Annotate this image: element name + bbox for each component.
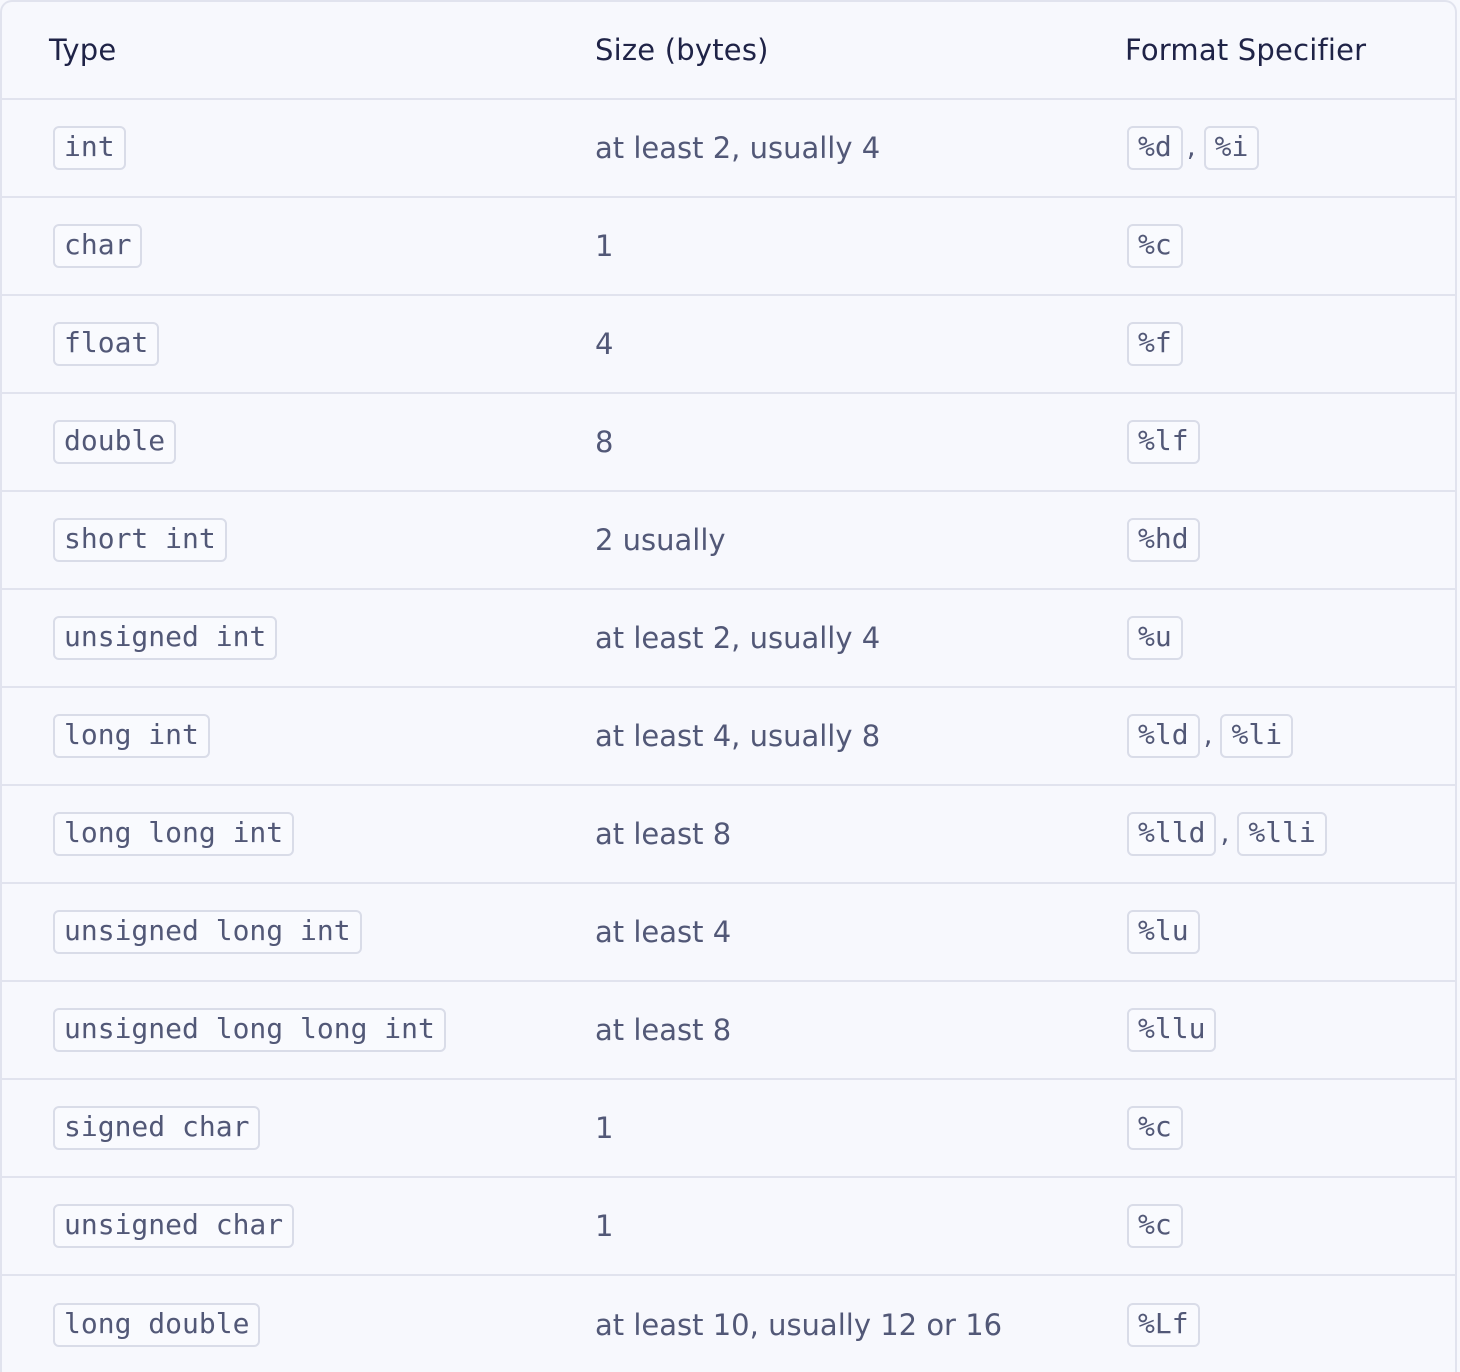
type-code: signed char (53, 1106, 261, 1150)
format-separator: , (1220, 816, 1230, 849)
format-specifier-code: %li (1220, 714, 1294, 758)
size-cell: 1 (595, 196, 1125, 295)
header-type: Type (49, 33, 117, 67)
table-row: float 4%f (2, 294, 1455, 393)
type-cell: float (2, 294, 595, 393)
type-cell: long double (2, 1274, 595, 1372)
format-specifier-cell: %c (1125, 1078, 1455, 1177)
type-cell: unsigned char (2, 1176, 595, 1275)
type-code: char (53, 224, 143, 268)
table-row: double 8%lf (2, 392, 1455, 491)
table-row: int at least 2, usually 4%d,%i (2, 98, 1455, 197)
format-specifier-cell: %Lf (1125, 1274, 1455, 1372)
size-cell: at least 2, usually 4 (595, 588, 1125, 687)
size-cell: at least 10, usually 12 or 16 (595, 1274, 1125, 1372)
size-cell: at least 2, usually 4 (595, 98, 1125, 197)
type-cell: double (2, 392, 595, 491)
format-specifier-code: %Lf (1127, 1302, 1200, 1347)
size-cell: at least 4, usually 8 (595, 686, 1125, 785)
type-code: double (53, 420, 177, 464)
table-row: long double at least 10, usually 12 or 16… (2, 1274, 1455, 1372)
size-cell: at least 8 (595, 980, 1125, 1079)
type-code: short int (53, 518, 227, 562)
type-cell: int (2, 98, 595, 197)
type-code: long int (53, 714, 210, 758)
format-specifier-cell: %lld,%lli (1125, 784, 1455, 883)
format-specifier-code: %lli (1237, 812, 1327, 856)
table-header-row: Type Size (bytes) Format Specifier (2, 2, 1455, 99)
format-specifier-cell: %c (1125, 1176, 1455, 1275)
format-specifier-cell: %lu (1125, 882, 1455, 981)
format-specifier-cell: %lf (1125, 392, 1455, 491)
size-cell: 1 (595, 1078, 1125, 1177)
header-format-specifier: Format Specifier (1125, 33, 1367, 67)
format-specifier-code: %c (1127, 224, 1183, 268)
type-code: unsigned long long int (53, 1008, 446, 1052)
size-cell: 4 (595, 294, 1125, 393)
format-specifier-cell: %f (1125, 294, 1455, 393)
format-specifier-code: %lf (1127, 420, 1200, 464)
size-cell: 2 usually (595, 490, 1125, 589)
format-specifier-cell: %ld,%li (1125, 686, 1455, 785)
table-row: signed char 1%c (2, 1078, 1455, 1177)
table-row: unsigned long long int at least 8%llu (2, 980, 1455, 1079)
format-specifier-code: %lld (1127, 812, 1217, 856)
table-row: unsigned int at least 2, usually 4%u (2, 588, 1455, 687)
table-row: long int at least 4, usually 8%ld,%li (2, 686, 1455, 785)
format-specifier-code: %c (1127, 1106, 1183, 1150)
type-code: unsigned int (53, 616, 278, 660)
format-specifier-cell: %hd (1125, 490, 1455, 589)
size-cell: at least 4 (595, 882, 1125, 981)
format-specifier-code: %d (1127, 126, 1183, 170)
format-specifier-code: %c (1127, 1204, 1183, 1248)
format-separator: , (1203, 718, 1213, 751)
size-cell: 8 (595, 392, 1125, 491)
size-cell: at least 8 (595, 784, 1125, 883)
format-specifier-cell: %c (1125, 196, 1455, 295)
format-specifier-code: %llu (1127, 1008, 1217, 1052)
table-row: long long int at least 8%lld,%lli (2, 784, 1455, 883)
type-cell: long long int (2, 784, 595, 883)
format-specifier-code: %f (1127, 322, 1183, 366)
type-code: unsigned char (53, 1204, 295, 1248)
type-code: long long int (53, 812, 295, 856)
format-separator: , (1186, 130, 1196, 163)
table-row: unsigned long int at least 4%lu (2, 882, 1455, 981)
type-cell: unsigned long long int (2, 980, 595, 1079)
type-cell: long int (2, 686, 595, 785)
format-specifier-code: %ld (1127, 714, 1200, 758)
type-cell: short int (2, 490, 595, 589)
type-cell: unsigned int (2, 588, 595, 687)
format-specifier-cell: %llu (1125, 980, 1455, 1079)
type-cell: signed char (2, 1078, 595, 1177)
type-code: float (53, 322, 160, 366)
format-specifier-cell: %d,%i (1125, 98, 1455, 197)
table-row: unsigned char 1%c (2, 1176, 1455, 1275)
header-size: Size (bytes) (595, 33, 769, 67)
table-row: short int 2 usually%hd (2, 490, 1455, 589)
format-specifier-code: %i (1203, 126, 1260, 170)
format-specifier-code: %lu (1127, 910, 1200, 954)
type-cell: unsigned long int (2, 882, 595, 981)
type-code: int (53, 126, 126, 170)
format-specifier-code: %hd (1127, 518, 1200, 562)
type-cell: char (2, 196, 595, 295)
format-specifier-cell: %u (1125, 588, 1455, 687)
format-specifier-code: %u (1127, 616, 1183, 660)
size-cell: 1 (595, 1176, 1125, 1275)
type-code: long double (53, 1302, 261, 1347)
type-code: unsigned long int (53, 910, 362, 954)
table-row: char 1%c (2, 196, 1455, 295)
